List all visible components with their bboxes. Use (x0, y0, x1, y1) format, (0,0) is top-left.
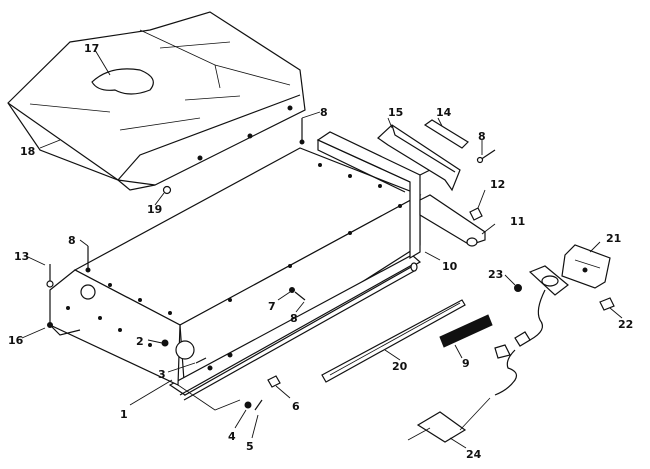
callout-6: 6 (292, 400, 300, 413)
callout-18: 18 (20, 145, 35, 158)
callout-8-left: 8 (68, 234, 76, 247)
callout-17: 17 (84, 42, 99, 55)
handle-15 (377, 124, 461, 192)
callout-8-top: 8 (320, 106, 328, 119)
rod (179, 262, 418, 401)
callout-16: 16 (8, 334, 24, 347)
leader-lines (21, 49, 623, 449)
callout-15: 15 (388, 106, 403, 119)
fastener-19 (162, 185, 172, 195)
strip-20 (321, 299, 466, 383)
hood-cover (7, 11, 306, 191)
harness-wire (494, 289, 546, 396)
callout-labels: 17 18 19 8 15 14 8 12 11 10 8 13 16 2 3 … (8, 42, 633, 461)
callout-11: 11 (510, 215, 525, 228)
callout-21: 21 (606, 232, 621, 245)
callout-22: 22 (618, 318, 633, 331)
rail-11 (419, 194, 486, 247)
callout-13: 13 (14, 250, 29, 263)
callout-4: 4 (228, 430, 236, 443)
callout-2: 2 (136, 335, 144, 348)
callout-8-right: 8 (478, 130, 486, 143)
bulb-22 (599, 297, 615, 311)
lamp-bracket-21 (561, 244, 611, 289)
mount-plate-23 (528, 265, 569, 296)
callout-1: 1 (120, 408, 128, 421)
callout-12: 12 (490, 178, 505, 191)
callout-9: 9 (462, 357, 470, 370)
callout-20: 20 (392, 360, 408, 373)
main-tray (49, 147, 422, 411)
callout-23: 23 (488, 268, 503, 281)
callout-19: 19 (147, 203, 162, 216)
callout-3: 3 (158, 368, 166, 381)
hood-cutout-17 (91, 68, 154, 95)
bracket-10 (316, 131, 431, 260)
fuse-holder-24 (407, 397, 491, 443)
grille-9 (439, 314, 493, 348)
callout-7: 7 (268, 300, 276, 313)
grip-14 (423, 119, 469, 149)
callout-14: 14 (436, 106, 452, 119)
callout-24: 24 (466, 448, 482, 461)
callout-8-mid: 8 (290, 312, 298, 325)
callout-10: 10 (442, 260, 458, 273)
callout-5: 5 (246, 440, 254, 453)
